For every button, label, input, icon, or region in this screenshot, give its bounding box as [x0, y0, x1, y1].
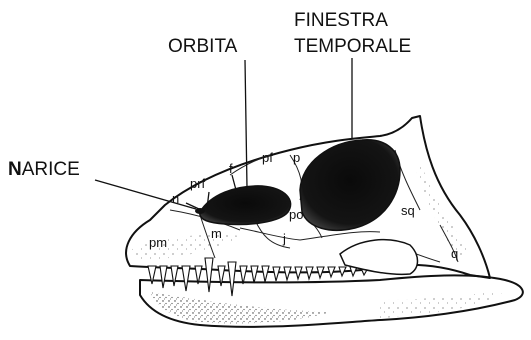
nostril-opening [195, 208, 205, 214]
orbit-opening [200, 186, 291, 225]
bone-label-sq: sq [401, 203, 415, 218]
bone-label-f: f [229, 161, 233, 176]
bone-label-j: j [282, 231, 286, 246]
teeth [148, 258, 368, 296]
bone-label-pm: pm [149, 235, 167, 250]
finestra-label-line1: FINESTRA [294, 10, 388, 31]
bone-label-prf: prf [190, 176, 206, 191]
bone-label-m: m [211, 226, 222, 241]
bone-label-pf: pf [262, 150, 273, 165]
bone-label-po: po [289, 207, 303, 222]
bone-label-q: q [451, 246, 458, 261]
temporal-fenestra [300, 140, 400, 230]
orbita-label: ORBITA [168, 36, 238, 57]
narice-label-rest: ARICE [22, 159, 80, 180]
narice-label-initial: N [8, 159, 22, 180]
finestra-label-line2: TEMPORALE [294, 36, 411, 57]
narice-label: NARICE [8, 159, 80, 180]
bone-label-p: p [293, 150, 300, 165]
bone-label-n: n [172, 191, 179, 206]
